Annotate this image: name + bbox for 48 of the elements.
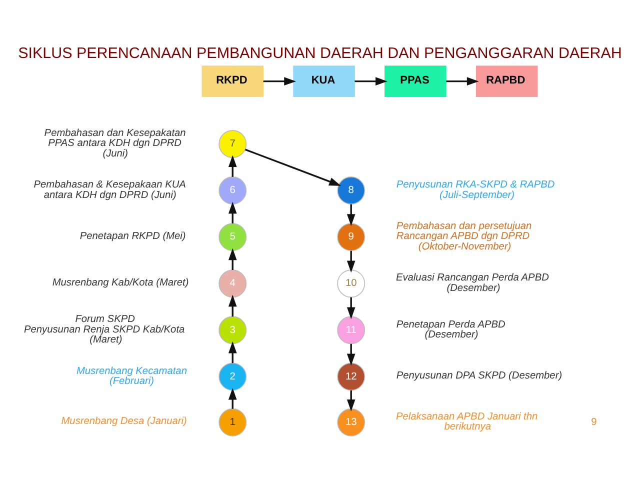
- arrow: [346, 250, 356, 273]
- arrow: [346, 390, 356, 412]
- arrow: [446, 77, 479, 86]
- node-box: PPAS: [384, 66, 446, 97]
- node-label: Penyusunan Renja SKPD Kab/Kota (Maret): [24, 324, 185, 346]
- node-label: Musrenbang Kab/Kota (Maret): [52, 277, 189, 288]
- node-circle: 3: [218, 316, 247, 344]
- node-circle: 2: [218, 362, 247, 391]
- node-label: Pembahasan dan persetujuan Rancangan APBD dgn DPRD (Oktober-November): [396, 221, 532, 252]
- arrow: [346, 204, 356, 226]
- node-circle: 13: [337, 408, 366, 436]
- node-label: Penetapan RKPD (Mei): [80, 230, 186, 242]
- node-label: Pembahasan dan Kesepakatan PPAS antara KDH dgn DPRD (Juni): [44, 128, 186, 160]
- node-circle: 4: [218, 270, 247, 298]
- arrow: [228, 388, 237, 409]
- node-label: Forum SKPD: [75, 314, 135, 326]
- node-label: Pembahasan & Kesepakaan KUA antara KDH dgn DPRD (Juni): [34, 180, 186, 201]
- node-box: RAPBD: [476, 66, 538, 97]
- node-circle: 5: [218, 223, 247, 251]
- node-circle: 8: [337, 176, 366, 204]
- node-label: Penetapan Perda APBD (Desember): [396, 319, 506, 340]
- node-box: KUA: [293, 66, 355, 97]
- node-label: Penyusunan DPA SKPD (Desember): [396, 370, 562, 382]
- node-circle: 7: [218, 130, 247, 158]
- arrow: [244, 148, 342, 186]
- arrow: [263, 77, 296, 86]
- node-circle: 10: [337, 270, 366, 298]
- node-label: Musrenbang Desa (Januari): [61, 416, 187, 428]
- label: 9: [591, 417, 597, 428]
- arrow: [228, 155, 237, 177]
- diagram-title: SIKLUS PERENCANAAN PEMBANGUNAN DAERAH DAN PENGANGGARAN DAERAH: [18, 44, 622, 62]
- node-circle: 12: [337, 362, 366, 391]
- arrow: [228, 248, 237, 270]
- arrow: [346, 344, 356, 366]
- arrow: [354, 77, 388, 86]
- node-circle: 9: [337, 223, 366, 251]
- arrow: [228, 202, 237, 224]
- node-circle: 1: [218, 408, 247, 436]
- arrow: [346, 297, 356, 320]
- node-label: Pelaksanaan APBD Januari thn berikutnya: [396, 412, 538, 433]
- node-box: RKPD: [202, 66, 264, 97]
- node-label: Penyusunan RKA-SKPD & RAPBD (Juli-September): [396, 180, 555, 201]
- arrow: [228, 294, 237, 317]
- node-label: Evaluasi Rancangan Perda APBD (Desember): [396, 272, 549, 294]
- node-circle: 6: [218, 176, 247, 204]
- node-label: Musrenbang Kecamatan (Februari): [76, 366, 187, 387]
- arrow: [228, 341, 237, 364]
- node-circle: 11: [337, 316, 366, 344]
